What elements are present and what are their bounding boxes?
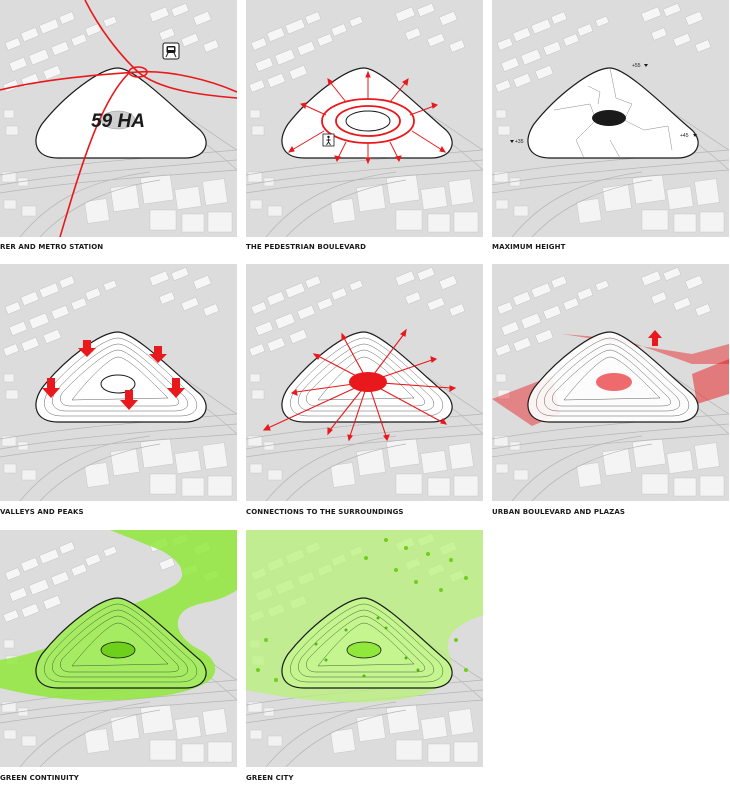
panel-valleys-and-peaks: [0, 264, 237, 501]
panel-rer-metro-station: 59 HA: [0, 0, 237, 237]
upward-arrow: [648, 330, 662, 346]
caption-green-city: GREEN CITY: [246, 774, 294, 782]
site-map-diagram: [0, 530, 237, 767]
site-map-diagram: [246, 0, 483, 237]
central-plaza: [349, 372, 387, 392]
site-map-diagram: [246, 264, 483, 501]
caption-pedestrian-boulevard: THE PEDESTRIAN BOULEVARD: [246, 243, 367, 251]
panel-pedestrian-boulevard: [246, 0, 483, 237]
radial-pedestrian-arrows: [287, 70, 447, 165]
caption-connections-to-surroundings: CONNECTIONS TO THE SURROUNDINGS: [246, 508, 404, 516]
panel-connections-to-surroundings: [246, 264, 483, 501]
site-map-diagram: +55 +35 +45: [492, 0, 729, 237]
site-map-diagram: [246, 530, 483, 767]
panel-urban-boulevard-and-plazas: [492, 264, 729, 501]
caption-urban-boulevard-and-plazas: URBAN BOULEVARD AND PLAZAS: [492, 508, 625, 516]
height-label: +55: [632, 63, 641, 69]
site-map-diagram: 59 HA: [0, 0, 237, 237]
panel-green-city: [246, 530, 483, 767]
parcel-lines: [553, 67, 673, 159]
train-icon: [162, 42, 180, 60]
site-map-diagram: [0, 264, 237, 501]
central-plaza: [596, 373, 632, 391]
plaza-plane: [692, 359, 729, 404]
tree-dots: [314, 616, 420, 678]
height-label: +35: [515, 139, 524, 145]
tree-dots: [256, 538, 468, 682]
plaza-plane: [562, 334, 729, 364]
caption-maximum-height: MAXIMUM HEIGHT: [492, 243, 566, 251]
site-area-label: 59 HA: [91, 111, 145, 132]
panel-green-continuity: [0, 530, 237, 767]
downward-arrows: [42, 340, 185, 410]
panel-maximum-height: +55 +35 +45: [492, 0, 729, 237]
caption-green-continuity: GREEN CONTINUITY: [0, 774, 79, 782]
height-label: +45: [680, 133, 689, 139]
central-void: [592, 110, 626, 126]
pedestrian-icon: [322, 133, 335, 147]
rail-lines: [0, 0, 237, 237]
site-map-diagram: [492, 264, 729, 501]
caption-rer-metro-station: RER AND METRO STATION: [0, 243, 104, 251]
caption-valleys-and-peaks: VALLEYS AND PEAKS: [0, 508, 84, 516]
